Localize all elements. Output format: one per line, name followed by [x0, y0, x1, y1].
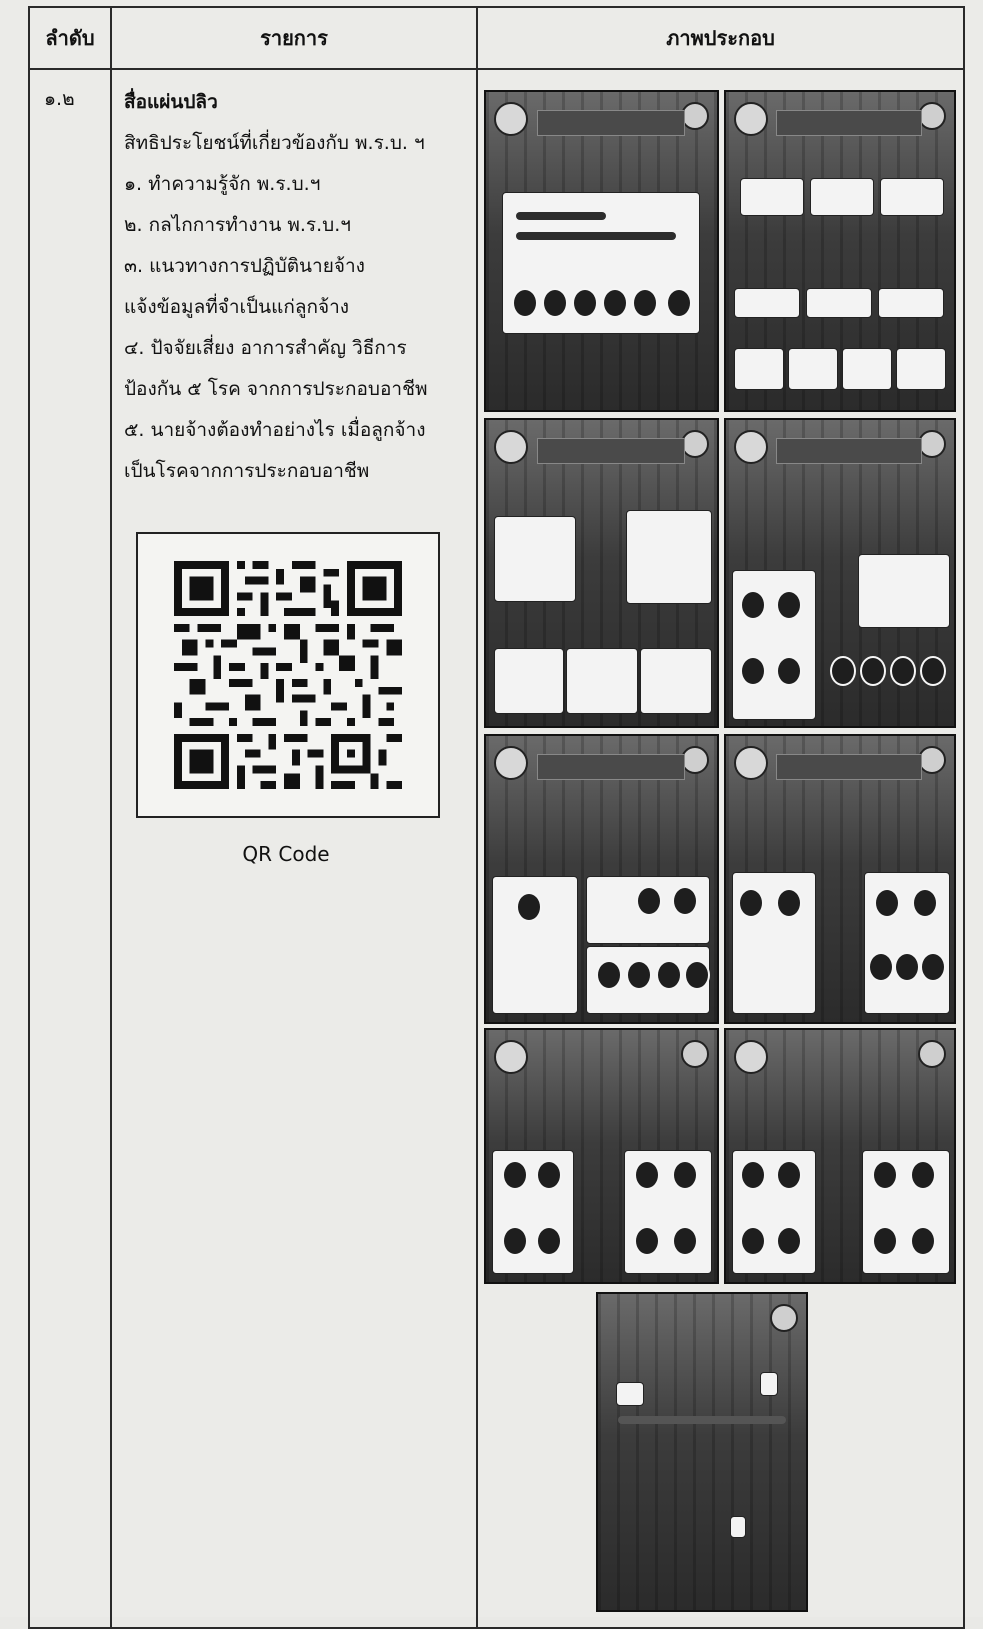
item-line: สิทธิประโยชน์ที่เกี่ยวข้องกับ พ.ร.บ. ฯ — [124, 132, 425, 154]
header-items: รายการ — [110, 6, 478, 70]
qr-code-icon — [174, 561, 402, 789]
poster-disease-2 — [484, 734, 719, 1024]
poster-disease-3 — [724, 734, 956, 1024]
row-items-cell: สื่อแผ่นปลิว สิทธิประโยชน์ที่เกี่ยวข้องก… — [110, 68, 478, 1629]
emblem-icon — [681, 102, 709, 130]
table-row: ๑.๒ สื่อแผ่นปลิว สิทธิประโยชน์ที่เกี่ยวข… — [28, 68, 965, 1629]
emblem-icon — [918, 430, 946, 458]
logo-icon — [494, 1040, 528, 1074]
qr-code-frame[interactable] — [136, 532, 440, 818]
emblem-icon — [918, 746, 946, 774]
poster-disease-1 — [724, 418, 956, 728]
item-line: ๕. นายจ้างต้องทำอย่างไร เมื่อลูกจ้าง — [124, 419, 426, 441]
logo-icon — [734, 102, 768, 136]
row-number: ๑.๒ — [28, 68, 112, 1629]
item-title: สื่อแผ่นปลิว — [124, 91, 218, 113]
logo-icon — [494, 102, 528, 136]
item-line: ๒. กลไกการทำงาน พ.ร.บ.ฯ — [124, 214, 351, 236]
logo-icon — [494, 746, 528, 780]
item-line: เป็นโรคจากการประกอบอาชีพ — [124, 460, 370, 482]
item-line: ป้องกัน ๕ โรค จากการประกอบอาชีพ — [124, 378, 428, 400]
logo-icon — [734, 746, 768, 780]
emblem-icon — [770, 1304, 798, 1332]
logo-icon — [494, 430, 528, 464]
item-line: ๓. แนวทางการปฏิบัตินายจ้าง — [124, 255, 365, 277]
items-table: ลำดับ รายการ ภาพประกอบ ๑.๒ สื่อแผ่นปลิว … — [28, 6, 965, 1629]
emblem-icon — [681, 1040, 709, 1068]
illustrations-cell — [476, 68, 965, 1629]
emblem-icon — [918, 1040, 946, 1068]
header-illustrations: ภาพประกอบ — [476, 6, 965, 70]
header-row: ลำดับ รายการ ภาพประกอบ — [28, 6, 965, 70]
poster-mechanism — [724, 90, 956, 412]
header-order: ลำดับ — [28, 6, 112, 70]
poster-disease-5 — [724, 1028, 956, 1284]
qr-code-caption: QR Code — [242, 842, 330, 866]
logo-icon — [734, 430, 768, 464]
item-line: ๔. ปัจจัยเสี่ยง อาการสำคัญ วิธีการ — [124, 337, 407, 359]
item-line: แจ้งข้อมูลที่จำเป็นแก่ลูกจ้าง — [124, 296, 350, 318]
emblem-icon — [918, 102, 946, 130]
item-line: ๑. ทำความรู้จัก พ.ร.บ.ฯ — [124, 173, 321, 195]
poster-employer-actions — [596, 1292, 808, 1612]
poster-employer-guidelines — [484, 418, 719, 728]
logo-icon — [734, 1040, 768, 1074]
poster-disease-4 — [484, 1028, 719, 1284]
emblem-icon — [681, 430, 709, 458]
poster-intro — [484, 90, 719, 412]
emblem-icon — [681, 746, 709, 774]
